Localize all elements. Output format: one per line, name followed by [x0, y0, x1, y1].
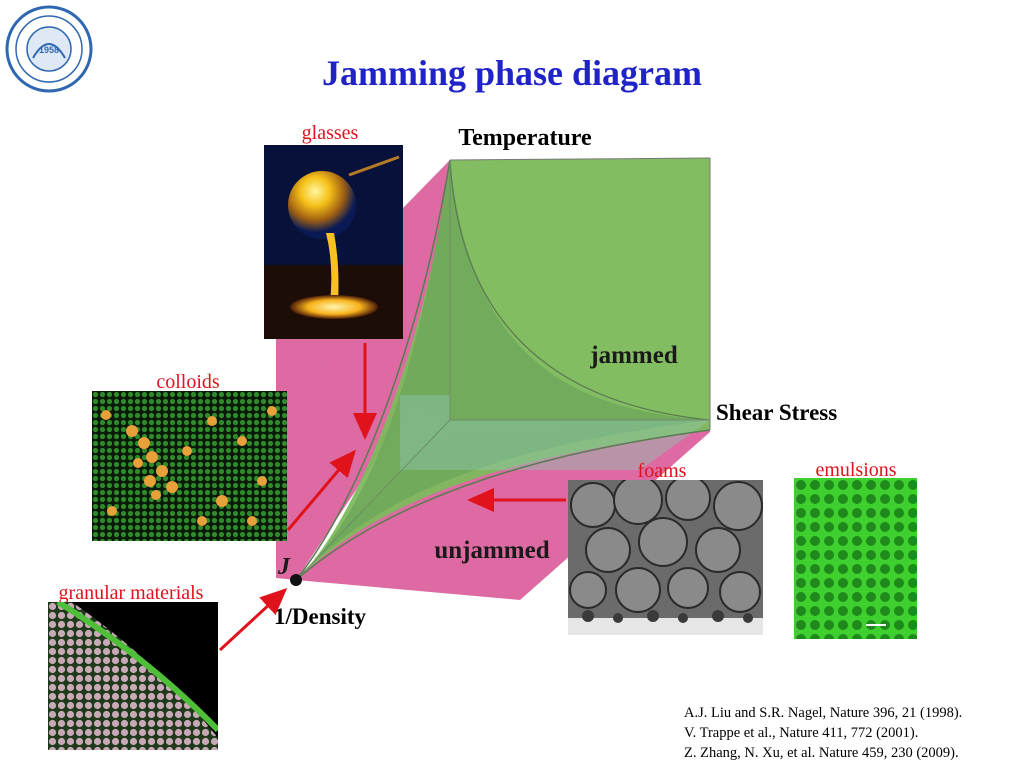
granular-arrow	[218, 587, 288, 652]
phase-boundary-temperature	[295, 159, 451, 581]
jammed-inner-surface	[296, 160, 710, 580]
emulsions-photo	[794, 478, 917, 639]
density-axis-label: 1/Density	[274, 604, 367, 629]
unjammed-label: unjammed	[434, 537, 549, 564]
jamming-point-label: J	[277, 554, 291, 580]
unjammed-bottom-face	[296, 420, 710, 600]
reference-item: Z. Zhang, N. Xu, et al. Nature 459, 230 …	[684, 745, 959, 761]
colloids-photo	[92, 391, 287, 541]
slide-title: Jamming phase diagram	[321, 53, 703, 93]
references: A.J. Liu and S.R. Nagel, Nature 396, 21 …	[684, 703, 962, 763]
university-logo: 1958	[0, 0, 98, 98]
jammed-label: jammed	[589, 342, 678, 369]
jammed-translucent-box	[400, 395, 710, 470]
colloids-label: colloids	[156, 371, 220, 393]
foams-photo	[568, 480, 763, 635]
granular-materials-photo	[48, 602, 218, 750]
phase-boundary-surface	[449, 159, 711, 421]
jamming-point-dot	[290, 574, 302, 586]
reference-item: V. Trappe et al., Nature 411, 772 (2001)…	[684, 725, 919, 741]
colloids-arrow	[286, 449, 356, 531]
logo-year: 1958	[39, 45, 59, 55]
reference-item: A.J. Liu and S.R. Nagel, Nature 396, 21 …	[684, 705, 963, 721]
shear-stress-axis-label: Shear Stress	[716, 400, 837, 425]
phase-boundary-shear	[295, 429, 711, 581]
temperature-axis-label: Temperature	[458, 125, 592, 151]
foams-label: foams	[638, 460, 687, 482]
glasses-photo	[264, 145, 403, 339]
emulsions-label: emulsions	[815, 459, 896, 481]
glasses-label: glasses	[302, 122, 359, 144]
granular-materials-label: granular materials	[59, 582, 204, 604]
